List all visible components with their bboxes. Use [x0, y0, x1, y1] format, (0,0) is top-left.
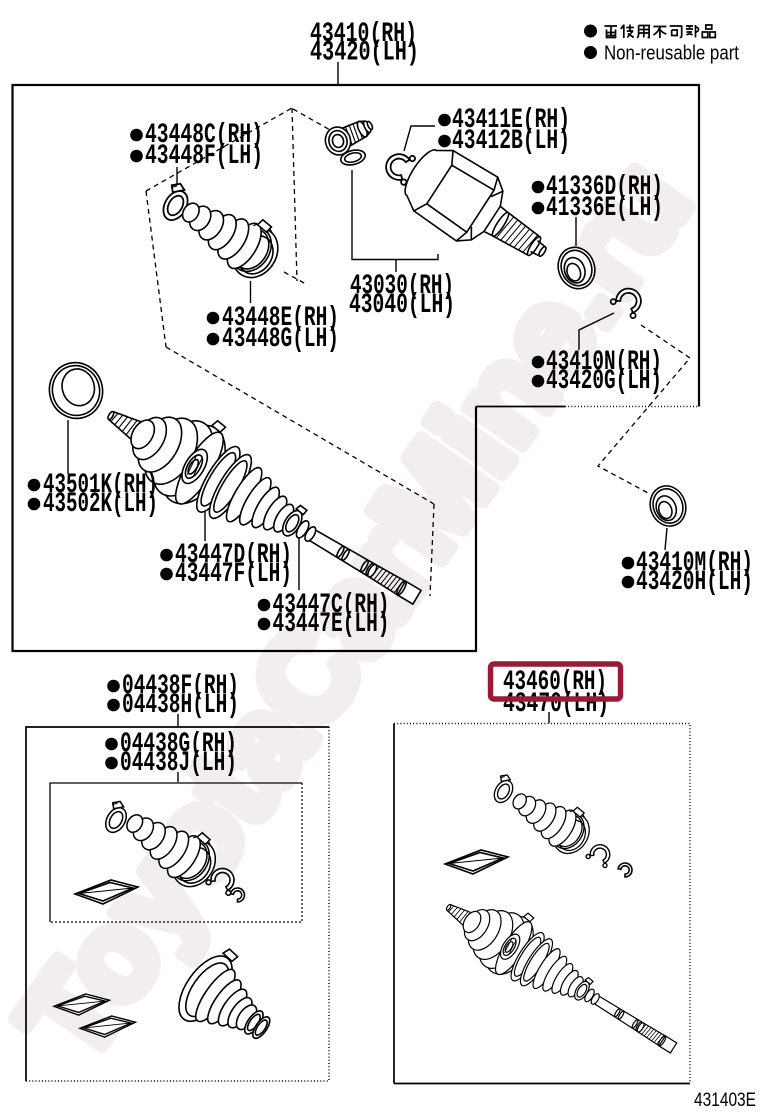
svg-text:43460(RH): 43460(RH): [503, 667, 607, 698]
svg-text:43030(RH): 43030(RH): [350, 271, 454, 302]
svg-text:431403E: 431403E: [694, 1090, 756, 1111]
svg-text:43447F(LH): 43447F(LH): [175, 559, 292, 590]
svg-text:43410N(RH): 43410N(RH): [546, 347, 662, 378]
svg-text:04438F(RH): 04438F(RH): [122, 671, 239, 702]
svg-text:43411E(RH): 43411E(RH): [452, 105, 570, 136]
svg-text:43040(LH): 43040(LH): [349, 290, 455, 321]
svg-text:43447E(LH): 43447E(LH): [273, 609, 390, 640]
svg-text:43420H(LH): 43420H(LH): [636, 567, 753, 598]
svg-text:43501K(RH): 43501K(RH): [43, 470, 158, 501]
svg-text:04438G(RH): 04438G(RH): [120, 729, 237, 760]
svg-text:43448C(RH): 43448C(RH): [145, 120, 263, 151]
svg-text:43420G(LH): 43420G(LH): [546, 366, 662, 397]
svg-text:43410M(RH): 43410M(RH): [636, 548, 753, 579]
svg-text:43470(LH): 43470(LH): [503, 689, 609, 720]
svg-text:43410(RH): 43410(RH): [310, 19, 417, 50]
svg-text:43412B(LH): 43412B(LH): [452, 126, 570, 157]
svg-text:43447D(RH): 43447D(RH): [175, 540, 292, 571]
svg-text:Non-reusable part: Non-reusable part: [604, 43, 739, 65]
svg-text:41336D(RH): 41336D(RH): [546, 172, 663, 203]
svg-text:43448F(LH): 43448F(LH): [145, 141, 263, 172]
svg-text:41336E(LH): 41336E(LH): [546, 193, 663, 224]
svg-text:43447C(RH): 43447C(RH): [273, 590, 390, 621]
svg-text:04438J(LH): 04438J(LH): [120, 748, 237, 779]
svg-text:43448E(RH): 43448E(RH): [222, 303, 339, 334]
svg-text:43420(LH): 43420(LH): [310, 38, 419, 69]
svg-text:43448G(LH): 43448G(LH): [222, 324, 339, 355]
svg-text:04438H(LH): 04438H(LH): [122, 690, 239, 721]
svg-text:43502K(LH): 43502K(LH): [43, 489, 158, 520]
